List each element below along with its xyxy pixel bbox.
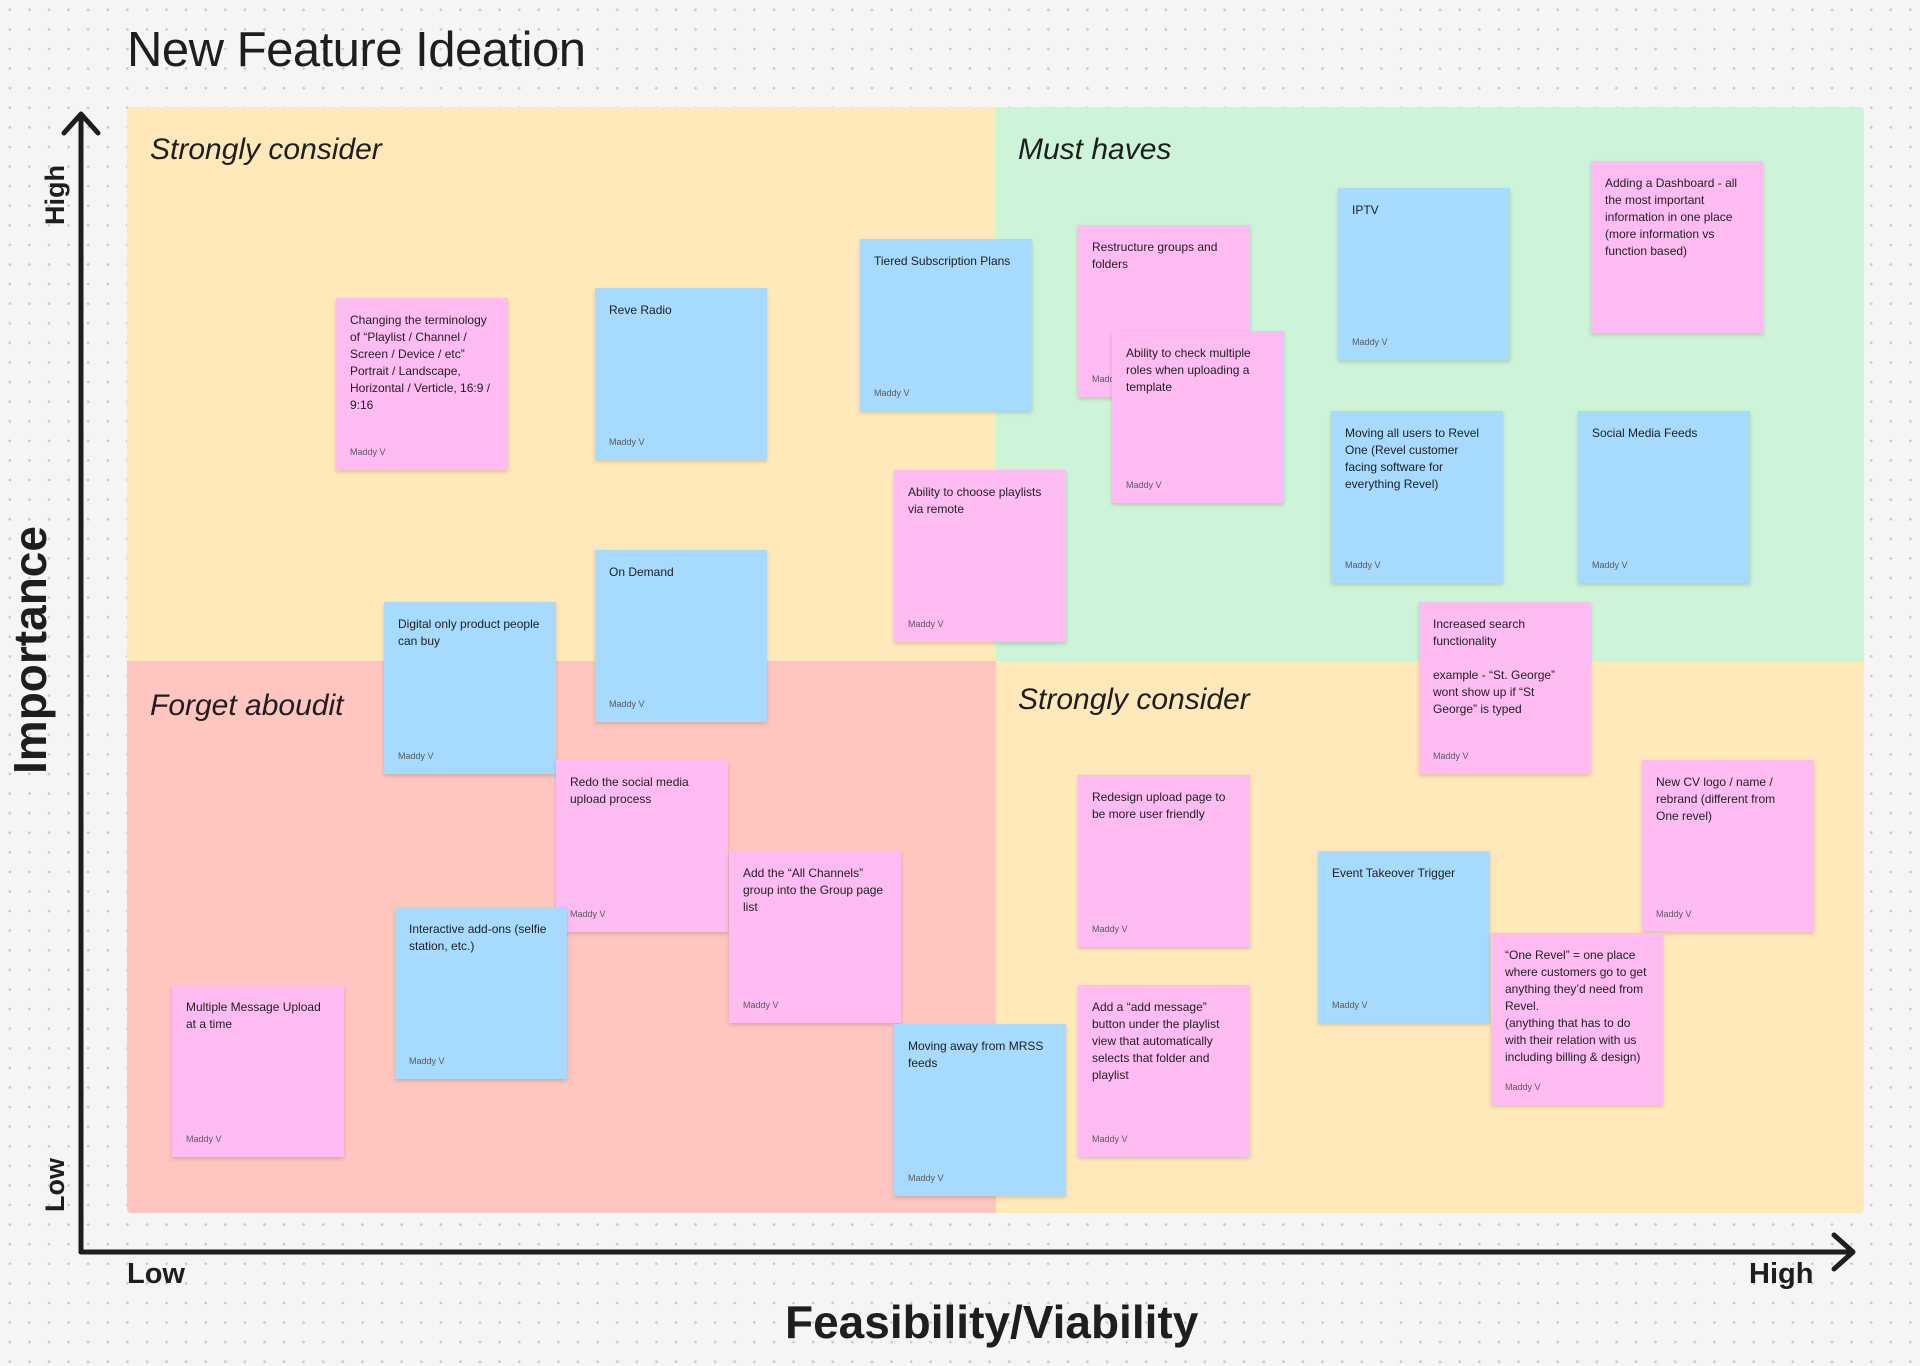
sticky-note-text: Multiple Message Upload at a time (186, 1000, 321, 1031)
sticky-note-text: Tiered Subscription Plans (874, 254, 1011, 268)
sticky-note-text: IPTV (1352, 203, 1379, 217)
quadrant-label-forget-aboudit: Forget aboudit (150, 689, 344, 722)
sticky-note[interactable]: Interactive add-ons (selfie station, etc… (395, 907, 567, 1079)
y-axis-line (61, 111, 101, 1255)
sticky-note-author: Maddy V (1126, 480, 1162, 490)
quadrant-strongly-consider-top (127, 107, 997, 663)
sticky-note-author: Maddy V (1656, 909, 1692, 919)
sticky-note-author: Maddy V (609, 437, 645, 447)
sticky-note-text: Redo the social media upload process (570, 775, 689, 806)
sticky-note-author: Maddy V (743, 1000, 779, 1010)
board-title: New Feature Ideation (127, 23, 586, 77)
sticky-note[interactable]: Ability to check multiple roles when upl… (1112, 331, 1284, 503)
sticky-note-text: Moving all users to Revel One (Revel cus… (1345, 426, 1480, 491)
sticky-note[interactable]: Digital only product people can buy Madd… (384, 602, 556, 774)
sticky-note[interactable]: Changing the terminology of “Playlist / … (336, 298, 508, 470)
sticky-note-author: Maddy V (1433, 751, 1469, 761)
sticky-note-author: Maddy V (1092, 1134, 1128, 1144)
x-axis-title: Feasibility/Viability (785, 1296, 1199, 1348)
sticky-note-text: Add the “All Channels” group into the Gr… (743, 866, 884, 914)
sticky-note[interactable]: Add a “add message” button under the pla… (1078, 985, 1250, 1157)
y-axis-high-label: High (40, 165, 70, 225)
sticky-note-text: “One Revel” = one place where customers … (1505, 948, 1647, 1064)
sticky-note[interactable]: Increased search functionality example -… (1419, 602, 1591, 774)
sticky-note[interactable]: Multiple Message Upload at a time Maddy … (172, 985, 344, 1157)
sticky-note[interactable]: Moving all users to Revel One (Revel cus… (1331, 411, 1503, 583)
sticky-note-text: Event Takeover Trigger (1332, 866, 1456, 880)
sticky-note-author: Maddy V (1505, 1082, 1541, 1092)
sticky-note-text: Social Media Feeds (1592, 426, 1698, 440)
sticky-note-author: Maddy V (350, 447, 386, 457)
sticky-note[interactable]: Ability to choose playlists via remote M… (894, 470, 1066, 642)
sticky-note[interactable]: Redo the social media upload process Mad… (556, 760, 728, 932)
sticky-note-author: Maddy V (1352, 337, 1388, 347)
sticky-note[interactable]: New CV logo / name / rebrand (different … (1642, 760, 1814, 932)
sticky-note-text: Moving away from MRSS feeds (908, 1039, 1044, 1070)
sticky-note[interactable]: Social Media Feeds Maddy V (1578, 411, 1750, 583)
sticky-note-author: Maddy V (186, 1134, 222, 1144)
sticky-note-text: Changing the terminology of “Playlist / … (350, 313, 491, 412)
sticky-note-author: Maddy V (1345, 560, 1381, 570)
sticky-note[interactable]: Adding a Dashboard - all the most import… (1591, 161, 1763, 333)
sticky-note-text: Redesign upload page to be more user fri… (1092, 790, 1226, 821)
sticky-note-text: Increased search functionality example -… (1433, 617, 1556, 716)
y-axis-low-label: Low (40, 1158, 70, 1212)
quadrant-label-strongly-consider-top: Strongly consider (150, 133, 382, 166)
sticky-note-author: Maddy V (1092, 374, 1128, 384)
sticky-note-text: Digital only product people can buy (398, 617, 540, 648)
sticky-note-text: Interactive add-ons (selfie station, etc… (409, 922, 547, 953)
y-axis-title: Importance (4, 526, 56, 774)
x-axis-low-label: Low (127, 1258, 185, 1290)
sticky-note[interactable]: Moving away from MRSS feeds Maddy V (894, 1024, 1066, 1196)
sticky-note-author: Maddy V (908, 1173, 944, 1183)
sticky-note[interactable]: Reve Radio Maddy V (595, 288, 767, 460)
sticky-note-text: Add a “add message” button under the pla… (1092, 1000, 1220, 1082)
sticky-note-text: Restructure groups and folders (1092, 240, 1218, 271)
sticky-note-author: Maddy V (570, 909, 606, 919)
sticky-note[interactable]: IPTV Maddy V (1338, 188, 1510, 360)
sticky-note-author: Maddy V (1092, 924, 1128, 934)
sticky-note-author: Maddy V (409, 1056, 445, 1066)
sticky-note-author: Maddy V (398, 751, 434, 761)
sticky-note-text: On Demand (609, 565, 674, 579)
sticky-note[interactable]: On Demand Maddy V (595, 550, 767, 722)
x-axis-line (78, 1232, 1856, 1272)
sticky-note-author: Maddy V (908, 619, 944, 629)
sticky-note-author: Maddy V (609, 699, 645, 709)
sticky-note-text: Ability to check multiple roles when upl… (1126, 346, 1251, 394)
sticky-note[interactable]: Redesign upload page to be more user fri… (1078, 775, 1250, 947)
quadrant-label-strongly-consider-bottom: Strongly consider (1018, 683, 1250, 716)
sticky-note-author: Maddy V (874, 388, 910, 398)
sticky-note-text: Ability to choose playlists via remote (908, 485, 1042, 516)
sticky-note-text: Reve Radio (609, 303, 672, 317)
sticky-note-author: Maddy V (1332, 1000, 1368, 1010)
quadrant-label-must-haves: Must haves (1018, 133, 1172, 166)
sticky-note-text: Adding a Dashboard - all the most import… (1605, 176, 1738, 258)
sticky-note[interactable]: Add the “All Channels” group into the Gr… (729, 851, 901, 1023)
sticky-note[interactable]: Tiered Subscription Plans Maddy V (860, 239, 1032, 411)
sticky-note-text: New CV logo / name / rebrand (different … (1656, 775, 1776, 823)
sticky-note-author: Maddy V (1592, 560, 1628, 570)
sticky-note[interactable]: “One Revel” = one place where customers … (1491, 933, 1663, 1105)
x-axis-high-label: High (1749, 1258, 1814, 1290)
sticky-note[interactable]: Event Takeover Trigger Maddy V (1318, 851, 1490, 1023)
